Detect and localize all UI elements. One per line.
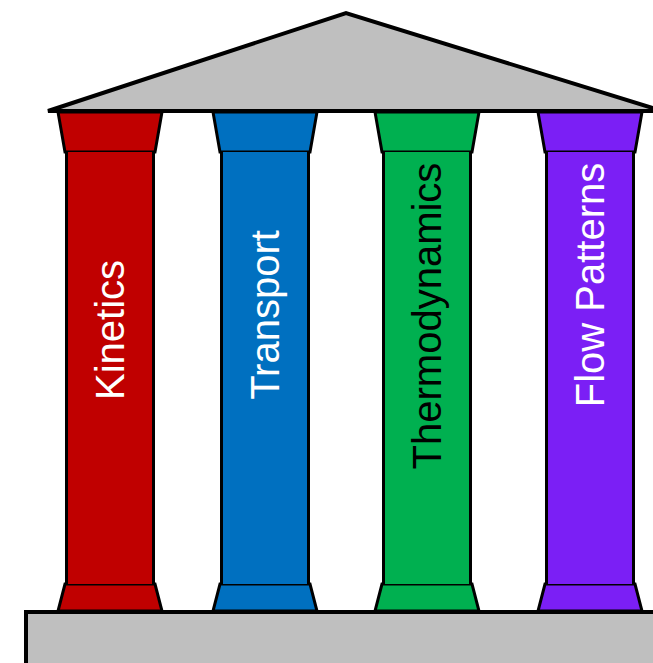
pillar-foot (213, 584, 317, 611)
pillar-capital (58, 112, 162, 152)
pillar: Kinetics (65, 152, 155, 584)
base-platform (26, 612, 653, 663)
pillar: Flow Patterns (545, 152, 635, 584)
pillar: Thermodynamics (382, 152, 472, 584)
pillar-foot (538, 584, 642, 611)
pillar-label: Thermodynamics (405, 162, 449, 469)
pillar-foot (375, 584, 479, 611)
roof (48, 13, 653, 111)
pillar-flares (58, 112, 642, 611)
pillar-capital (538, 112, 642, 152)
pillar: Transport (220, 152, 310, 584)
pillar-label: Kinetics (88, 260, 132, 400)
pillar-capital (213, 112, 317, 152)
pillar-label: Transport (243, 230, 287, 400)
pillar-label: Flow Patterns (568, 162, 612, 407)
pillar-capital (375, 112, 479, 152)
pillar-foot (58, 584, 162, 611)
